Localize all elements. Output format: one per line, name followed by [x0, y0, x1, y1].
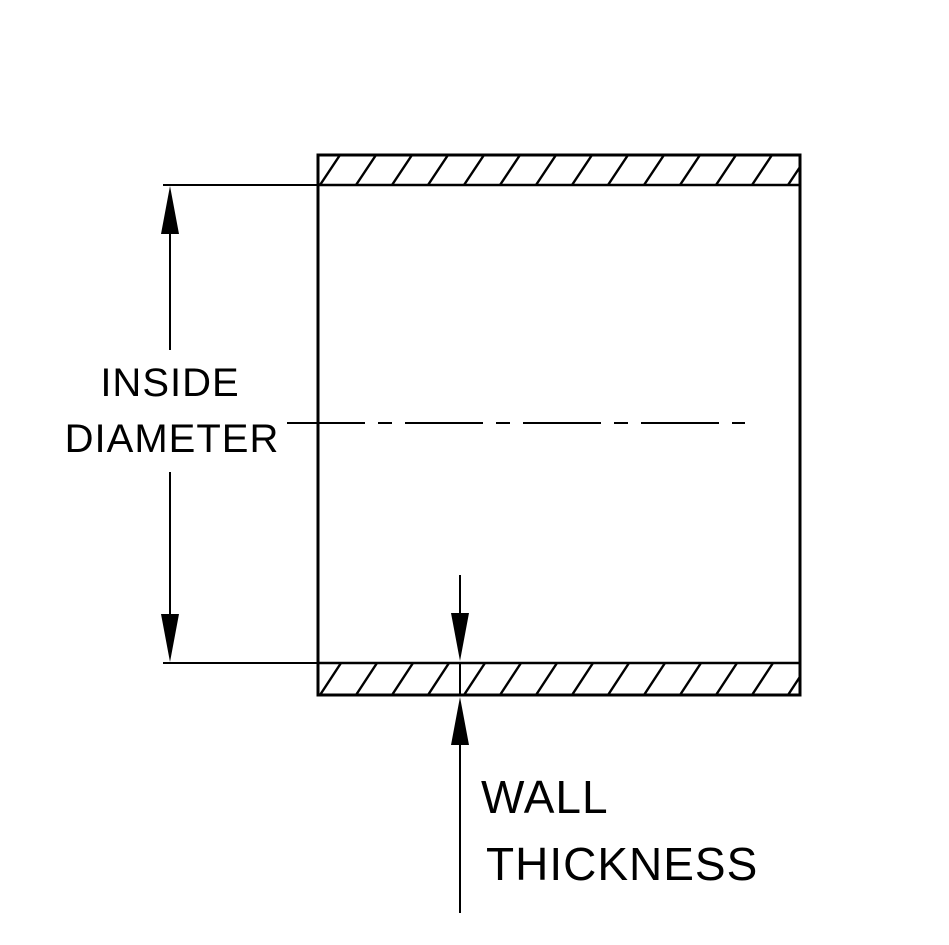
wall-thickness-label-line1: WALL [481, 771, 609, 823]
tube-bottom-wall-hatch [316, 661, 802, 697]
wall-thickness-label-line2: THICKNESS [486, 838, 758, 890]
inside-diameter-label-line1: INSIDE [100, 361, 239, 405]
inside-diameter-arrowhead-down-icon [161, 614, 179, 662]
inside-diameter-label-line2: DIAMETER [65, 417, 280, 461]
wall-thickness-arrowhead-down-icon [451, 613, 469, 661]
tube-top-wall-hatch [316, 153, 802, 187]
wall-thickness-arrowhead-up-icon [451, 697, 469, 745]
tube-outline [316, 153, 802, 697]
inside-diameter-arrowhead-up-icon [161, 186, 179, 234]
